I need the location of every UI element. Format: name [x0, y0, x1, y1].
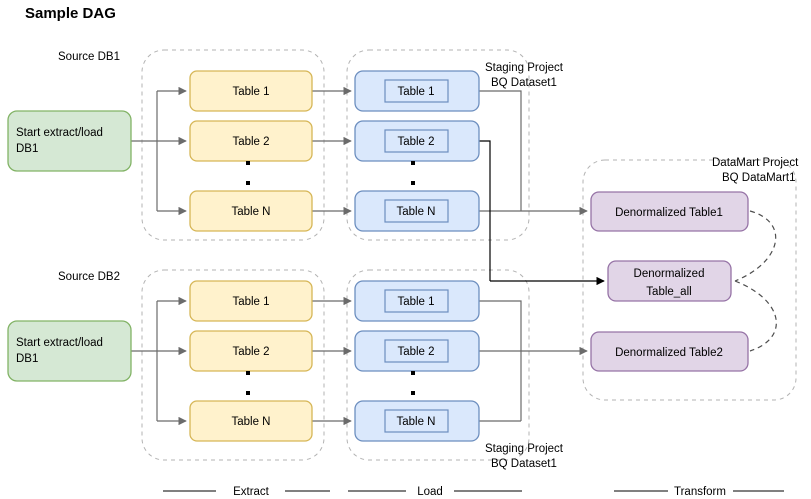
- node-load-ds1-table2[interactable]: Table 2: [354, 120, 480, 162]
- ellipsis-dot: [246, 371, 250, 375]
- phase-extract-label: Extract: [233, 486, 270, 498]
- staging-project-label-top-line1: Staging Project: [485, 62, 564, 74]
- node-extract-db1-tablen[interactable]: Table N: [189, 190, 313, 232]
- extract-db1-table2-box[interactable]: [189, 120, 313, 162]
- start-node-row1-line1: Start extract/load: [16, 127, 103, 139]
- node-load-ds2-table2[interactable]: Table 2: [354, 330, 480, 372]
- ellipsis-dot: [411, 391, 415, 395]
- node-extract-db1-table1[interactable]: Table 1: [189, 70, 313, 112]
- staging-project-label-bottom-line1: Staging Project: [485, 443, 564, 455]
- start-node-box-row2[interactable]: [7, 320, 132, 382]
- phase-transform: Transform: [614, 486, 784, 498]
- denorm-table2-label: Denormalized Table2: [615, 347, 723, 359]
- node-load-ds1-table1[interactable]: Table 1: [354, 70, 480, 112]
- load-ds1-tablen-label: Table N: [397, 206, 436, 218]
- staging-project-label-top-line2: BQ Dataset1: [491, 77, 557, 89]
- start-node-row2-line2: DB1: [16, 353, 38, 365]
- start-node-box-row1[interactable]: [7, 110, 132, 172]
- edge-denorm1-to-all: [734, 210, 777, 282]
- extract-db2-tablen-label: Table N: [232, 416, 271, 428]
- ellipsis-dot: [411, 371, 415, 375]
- load-ds2-tablen-label: Table N: [397, 416, 436, 428]
- load-ds2-table2-inner: [384, 339, 449, 363]
- datamart-project-label-line1: DataMart Project: [712, 157, 799, 169]
- phase-extract: Extract: [163, 486, 330, 498]
- node-extract-db2-table1[interactable]: Table 1: [189, 280, 313, 322]
- node-extract-db2-table2[interactable]: Table 2: [189, 330, 313, 372]
- node-denormalized-table1[interactable]: Denormalized Table1: [590, 191, 749, 232]
- denorm-table-all-box[interactable]: [607, 260, 732, 302]
- load-ds1-table1-label: Table 1: [397, 86, 434, 98]
- edge-denorm-all-to-denorm2: [734, 280, 777, 352]
- denorm-table1-box[interactable]: [590, 191, 749, 232]
- ellipsis-dot: [246, 181, 250, 185]
- denorm-table-all-line2: Table_all: [646, 286, 691, 298]
- denorm-table2-box[interactable]: [590, 331, 749, 372]
- edge-ld1t1-riser: [479, 90, 522, 211]
- load-ds2-tablen-inner: [384, 409, 449, 433]
- node-extract-db1-table2[interactable]: Table 2: [189, 120, 313, 162]
- node-start-db1-row1[interactable]: Start extract/load DB1: [7, 110, 132, 172]
- edge-ld2t1-riser: [479, 300, 522, 421]
- extract-db2-table1-label: Table 1: [232, 296, 269, 308]
- extract-db2-table1-box[interactable]: [189, 280, 313, 322]
- extract-db2-table2-box[interactable]: [189, 330, 313, 372]
- node-load-ds2-tablen[interactable]: Table N: [354, 400, 480, 442]
- load-ds1-tablen-inner: [384, 199, 449, 223]
- phase-load: Load: [348, 486, 522, 498]
- extract-db2-table2-label: Table 2: [232, 346, 269, 358]
- node-denormalized-table-all[interactable]: Denormalized Table_all: [607, 260, 732, 302]
- source-db2-label: Source DB2: [58, 271, 120, 283]
- node-start-db1-row2[interactable]: Start extract/load DB1: [7, 320, 132, 382]
- start-node-row2-line1: Start extract/load: [16, 337, 103, 349]
- node-load-ds2-table1[interactable]: Table 1: [354, 280, 480, 322]
- load-ds1-table1-inner: [384, 79, 449, 103]
- load-ds2-table2-label: Table 2: [397, 346, 434, 358]
- extract-db1-table2-label: Table 2: [232, 136, 269, 148]
- load-ds1-table2-label: Table 2: [397, 136, 434, 148]
- denorm-table1-label: Denormalized Table1: [615, 207, 723, 219]
- ellipsis-dot: [246, 161, 250, 165]
- node-load-ds1-tablen[interactable]: Table N: [354, 190, 480, 232]
- staging-project-label-bottom-line2: BQ Dataset1: [491, 458, 557, 470]
- extract-db1-tablen-label: Table N: [232, 206, 271, 218]
- source-db1-label: Source DB1: [58, 51, 120, 63]
- load-ds1-table2-inner: [384, 129, 449, 153]
- ellipsis-dot: [411, 181, 415, 185]
- load-ds2-table1-inner: [384, 289, 449, 313]
- extract-db1-tablen-box[interactable]: [189, 190, 313, 232]
- extract-db1-table1-box[interactable]: [189, 70, 313, 112]
- start-node-row1-line2: DB1: [16, 143, 38, 155]
- node-extract-db2-tablen[interactable]: Table N: [189, 400, 313, 442]
- phase-load-label: Load: [417, 486, 443, 498]
- phase-transform-label: Transform: [674, 486, 726, 498]
- load-ds2-table1-label: Table 1: [397, 296, 434, 308]
- datamart-project-label-line2: BQ DataMart1: [722, 172, 796, 184]
- node-denormalized-table2[interactable]: Denormalized Table2: [590, 331, 749, 372]
- extract-db2-tablen-box[interactable]: [189, 400, 313, 442]
- ellipsis-dot: [246, 391, 250, 395]
- edge-ld1t2-riser: [479, 140, 491, 281]
- extract-db1-table1-label: Table 1: [232, 86, 269, 98]
- denorm-table-all-line1: Denormalized: [634, 268, 705, 280]
- ellipsis-dot: [411, 161, 415, 165]
- page-title: Sample DAG: [25, 5, 116, 22]
